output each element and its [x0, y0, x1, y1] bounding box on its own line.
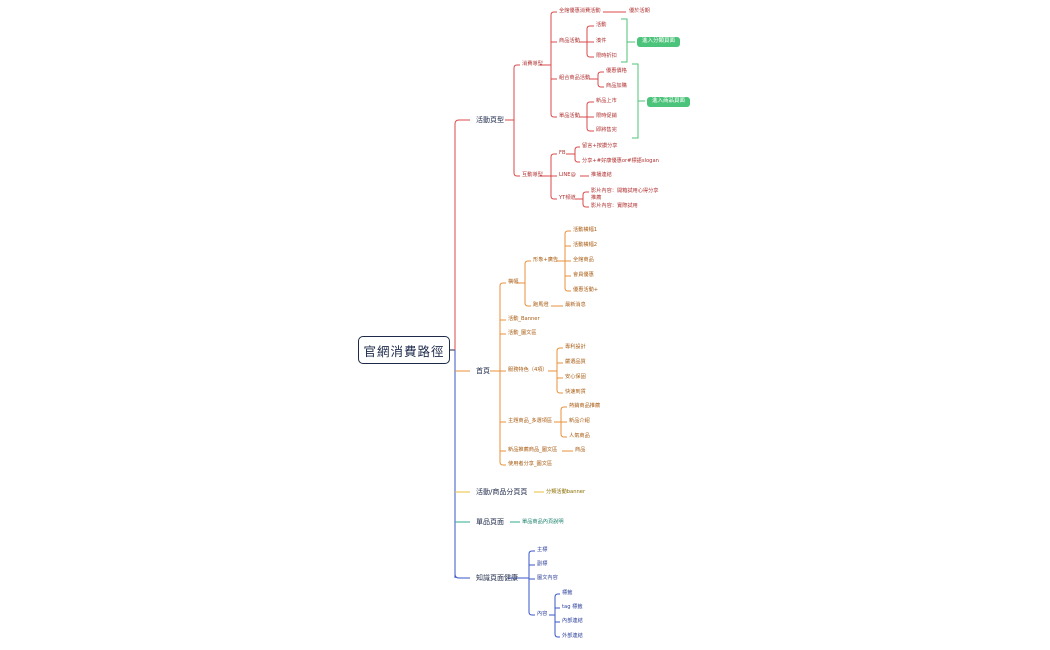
act-single-leaf-0: [586, 101, 594, 106]
branch-activity[interactable]: 活動頁型: [476, 116, 504, 124]
node-content-item-1[interactable]: 標籤: [562, 590, 573, 596]
node-single-item-3[interactable]: 即將售完: [596, 127, 617, 133]
home-l2-leaf-6: [499, 461, 506, 466]
node-features[interactable]: 服務特色（4項）: [508, 367, 548, 373]
home-banner-leaf-0: [524, 260, 531, 265]
node-product-activity[interactable]: 商品活動: [559, 38, 580, 44]
node-fb[interactable]: FB: [559, 150, 566, 156]
home-banner-big-leaf-0: [564, 230, 571, 235]
node-content-item-3[interactable]: 內部連結: [562, 618, 583, 624]
node-interact[interactable]: 互動導型: [522, 172, 543, 178]
act-combo-leaf-1: [597, 83, 604, 88]
branch-homepage[interactable]: 首頁: [476, 367, 490, 375]
act-interact-leaf-0: [550, 153, 557, 158]
act-l2-leaf-1: [513, 172, 520, 177]
node-single-item-2[interactable]: 限時促銷: [596, 113, 617, 119]
node-fb-item-1[interactable]: 留言+按讚分享: [582, 143, 618, 149]
node-banner-area[interactable]: 橫幅: [508, 279, 519, 285]
node-content-item-4[interactable]: 外部連結: [562, 633, 583, 639]
node-combo[interactable]: 組合商品活動: [559, 75, 591, 81]
badge-enter-product[interactable]: 進入商品頁面: [647, 97, 691, 107]
node-full-discount[interactable]: 全館優惠消費活動: [559, 8, 601, 14]
node-feature-item-4[interactable]: 快速到貨: [565, 389, 586, 395]
node-pa-item-3[interactable]: 限時折扣: [596, 53, 617, 59]
node-line-child[interactable]: 推播連結: [591, 172, 612, 178]
home-features-leaf-3: [556, 389, 563, 394]
act-fb-leaf-1: [574, 158, 580, 163]
home-banner-leaf-1: [524, 302, 531, 307]
act-l2-leaf-0: [513, 64, 520, 69]
branch-knowledge[interactable]: 知識頁面健康: [476, 574, 518, 582]
node-flow[interactable]: 跑馬燈: [533, 302, 549, 308]
node-feature-item-1[interactable]: 專利設計: [565, 344, 586, 350]
node-theme-item-3[interactable]: 人氣商品: [569, 433, 590, 439]
home-l2-leaf-0: [499, 282, 506, 287]
badge-enter-category[interactable]: 進入分類頁面: [637, 37, 681, 47]
act-pa-leaf-0: [586, 25, 594, 30]
node-combo-item-1[interactable]: 優惠價格: [606, 68, 627, 74]
edge-activity: [454, 119, 470, 125]
node-category-child[interactable]: 分類活動banner: [546, 489, 586, 495]
node-new-child[interactable]: 商品: [575, 447, 586, 453]
node-knowledge-item-4[interactable]: 內容: [537, 611, 548, 617]
act-fb-leaf-0: [574, 146, 580, 151]
home-theme-leaf-2: [560, 433, 567, 438]
node-banner-item-3[interactable]: 全館商品: [573, 257, 594, 263]
act-interact-leaf-2: [550, 195, 557, 200]
node-single[interactable]: 單品活動: [559, 113, 580, 119]
act-consume-leaf-0: [550, 11, 557, 16]
act-pa-leaf-2: [586, 53, 594, 58]
node-fb-item-2[interactable]: 分享+#好康優惠or#標語slogan: [582, 158, 659, 164]
node-banner-item-5[interactable]: 優惠活動+: [573, 287, 599, 293]
node-user-share[interactable]: 使用者分享_圖文區: [508, 461, 553, 467]
node-theme-item-2[interactable]: 新品介紹: [569, 418, 590, 424]
node-pa-item-1[interactable]: 活動: [596, 22, 607, 28]
node-activity-text[interactable]: 活動_圖文區: [508, 330, 537, 336]
node-single-item-1[interactable]: 新品上市: [596, 98, 617, 104]
node-banner-item-4[interactable]: 會員優惠: [573, 272, 594, 278]
node-pa-item-2[interactable]: 湊件: [596, 38, 607, 44]
node-banner-item-1[interactable]: 活動橫幅1: [573, 227, 598, 233]
node-combo-item-2[interactable]: 商品加購: [606, 83, 627, 89]
branch-product[interactable]: 單品頁面: [476, 518, 504, 526]
node-feature-item-2[interactable]: 嚴選品質: [565, 359, 586, 365]
node-yt-item-1[interactable]: 影片內容：開箱試用心得分享推薦: [591, 188, 659, 201]
know-l2-leaf-0: [528, 550, 535, 555]
node-theme-item-1[interactable]: 熱銷商品推薦: [569, 403, 601, 409]
node-feature-item-3[interactable]: 安心保固: [565, 374, 586, 380]
node-theme[interactable]: 主題商品_多選項區: [508, 418, 553, 424]
badge-bracket-cat: [621, 18, 628, 63]
home-theme-leaf-0: [560, 406, 567, 411]
know-content-leaf-0: [554, 593, 560, 598]
know-content-leaf-3: [554, 633, 560, 638]
home-features-leaf-0: [556, 347, 563, 352]
node-line[interactable]: LINE@: [559, 172, 576, 178]
edge-knowledge: [454, 573, 470, 579]
root-node[interactable]: 官網消費路徑: [358, 336, 450, 364]
node-new-products[interactable]: 新品推薦商品_圖文區: [508, 447, 558, 453]
node-consume[interactable]: 消費導型: [522, 61, 543, 67]
node-yt[interactable]: YT頻道: [559, 195, 576, 201]
home-banner-big-leaf-4: [564, 287, 571, 292]
act-single-leaf-2: [586, 127, 594, 132]
act-consume-leaf-3: [550, 113, 557, 118]
node-flow-child[interactable]: 最新消息: [565, 302, 586, 308]
node-activity-banner[interactable]: 活動_Banner: [508, 316, 540, 322]
node-content-item-2[interactable]: tag 標籤: [562, 604, 583, 610]
node-knowledge-item-2[interactable]: 副標: [537, 561, 548, 567]
node-product-child[interactable]: 單品商品內頁說明: [522, 519, 564, 525]
branch-category[interactable]: 活動/商品分頁頁: [476, 488, 528, 496]
know-l2-leaf-3: [528, 611, 535, 616]
node-full-discount-child[interactable]: 優於活期: [629, 8, 650, 14]
node-knowledge-item-3[interactable]: 圖文內容: [537, 575, 558, 581]
badge-bracket-prod: [632, 63, 639, 139]
node-yt-item-2[interactable]: 影片內容：實際試用: [591, 203, 638, 209]
act-combo-leaf-0: [597, 71, 604, 76]
node-knowledge-item-1[interactable]: 主標: [537, 547, 548, 553]
act-yt-leaf-0: [582, 191, 589, 196]
node-banner-item-2[interactable]: 活動橫幅2: [573, 242, 598, 248]
node-banner-big[interactable]: 形象+廣告: [533, 257, 559, 263]
act-yt-leaf-1: [582, 203, 589, 208]
